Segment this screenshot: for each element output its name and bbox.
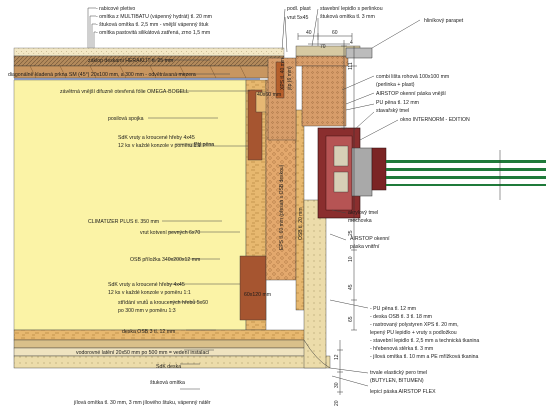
vlabel-eps: EPS tl. 60 mm (přesah s OSB deskou) bbox=[279, 164, 285, 250]
label-60x120: 60x120 mm bbox=[244, 292, 271, 298]
dimension-lines bbox=[297, 33, 501, 395]
label-sill-comb: - hřebenová stěrka tl. 3 mm bbox=[370, 346, 433, 352]
dim-25: 25 bbox=[348, 230, 354, 236]
label-airstop-inner-b: páska vnitřní bbox=[350, 244, 380, 250]
dim-20: 20 bbox=[334, 400, 340, 406]
label-anchor-screw: vrut kotvení pevných 6x70 bbox=[140, 230, 200, 236]
head-insulation bbox=[301, 65, 347, 127]
label-diagonal-boards: diagonálně kladená prkna SM (45°) 20x100… bbox=[8, 72, 196, 78]
label-airstop-inner-a: AIRSTOP okenní bbox=[350, 236, 390, 242]
batten-layer bbox=[13, 339, 315, 349]
label-screws-2a: SdK vruty a kroucené hřeby 4x45 bbox=[108, 282, 185, 288]
label-podl-plast: podl. plast bbox=[287, 6, 311, 12]
dim-12: 12 bbox=[334, 354, 340, 360]
label-acrylic-a: akrylový tmel bbox=[348, 210, 378, 216]
label-combi-strip: combi lišta rohová 100x100 mm bbox=[376, 74, 449, 80]
label-airstop-outer: AIRSTOP okenní páska vnější bbox=[376, 91, 446, 97]
label-elastic-b: (BUTYLEN, BITUMEN) bbox=[370, 378, 424, 384]
label-sill-mesh: - stavební lepidlo tl. 2,5 mm a technick… bbox=[370, 338, 479, 344]
label-pu-12: PU pěna tl. 12 mm bbox=[376, 100, 419, 106]
label-window-internorm: okno INTERNORM - EDITION bbox=[400, 117, 470, 123]
label-sill-xps: - rastrovaný polystyren XPS tl. 20 mm, bbox=[370, 322, 459, 328]
vlabel-xps: XPS tl. 40 mm bbox=[280, 58, 286, 90]
label-sealant: stavařský tmel bbox=[376, 108, 409, 114]
dim-10: 10 bbox=[348, 256, 354, 262]
triple-glazing bbox=[386, 160, 546, 186]
label-stucco-outer: - štuková omítka tl. 2,5 mm - vnější váp… bbox=[96, 22, 209, 28]
dim-70: 70 bbox=[320, 44, 326, 50]
label-acrylic-b: mechovka bbox=[348, 218, 372, 224]
clay-plaster bbox=[13, 355, 331, 369]
dim-45: 45 bbox=[348, 284, 354, 290]
label-glue-mesh: stavební lepidlo s perlinkou bbox=[320, 6, 383, 12]
vlabel-osb: OSB tl. 20 mm bbox=[298, 207, 304, 240]
label-osb-plate: OSB příložka 340x200x12 mm bbox=[130, 257, 200, 263]
label-airstop-flex: lepicí páska AIRSTOP FLEX bbox=[370, 389, 436, 395]
label-alternating-a: střídání vrutů a kroucených hřebů 5x60 bbox=[118, 299, 208, 306]
label-sill-glue: lepený PU lepidlo + vruty s podložkou bbox=[370, 330, 457, 336]
label-sdk-board: SdK deska bbox=[156, 364, 181, 370]
label-elastic-a: trvale elastický pero tmel bbox=[370, 370, 427, 376]
label-membrane: závětrná vnější difuzně otevřená fólie O… bbox=[60, 89, 189, 95]
label-connector: posilová spojka bbox=[108, 116, 144, 122]
label-combi-strip-b: (perlinka + plast) bbox=[376, 82, 415, 88]
vlabel-jitp: jitp (6 mm) bbox=[287, 66, 293, 91]
label-rabic-mesh: - rabicové pletivo bbox=[96, 6, 135, 12]
xps-insert bbox=[275, 61, 285, 99]
label-silicate-plaster: - omítka pastovitá silikátová zatřená, z… bbox=[96, 30, 210, 36]
label-multibat-plaster: - omítka z MULTIBATU (vápenný hydrát) tl… bbox=[96, 14, 212, 20]
label-screw-5x45: vrut 5x45 bbox=[287, 15, 308, 21]
dim-30: 30 bbox=[334, 382, 340, 388]
head-xps bbox=[295, 55, 349, 67]
timber-stud-lower bbox=[239, 255, 267, 321]
dim-60: 60 bbox=[332, 30, 338, 36]
label-alu-parapet: hliníkový parapet bbox=[424, 18, 464, 24]
label-heraklit: záklop deskami HERAKLIT tl. 25 mm bbox=[88, 58, 173, 64]
label-sill-clay: - jílová omítka tl. 10 mm a PE mřížková … bbox=[370, 354, 479, 360]
label-40x60: 40x60 mm bbox=[257, 92, 281, 98]
label-screws-1b: 12 ks v každé konzole v poměru 1:1 bbox=[118, 143, 201, 149]
exterior-plaster-top bbox=[13, 47, 285, 57]
interior-plaster-return bbox=[303, 199, 327, 369]
plaster-corner bbox=[303, 339, 331, 369]
label-battens: vodorovné latění 20x50 mm po 500 mm = ve… bbox=[76, 350, 210, 356]
label-clay-plaster: jílová omítka tl. 30 mm, 3 mm jílového š… bbox=[73, 400, 211, 406]
label-pu-foam: PU pěna bbox=[194, 142, 214, 148]
label-sill-pu: - PU pěna tl. 12 mm bbox=[370, 306, 416, 312]
dim-65: 65 bbox=[348, 316, 354, 322]
label-osb3: deska OSB 3 tl. 12 mm bbox=[122, 329, 175, 335]
leader-lines bbox=[87, 7, 421, 390]
label-alternating-b: po 300 mm v poměru 1:3 bbox=[118, 308, 176, 314]
label-screws-2b: 12 ks v každé konzole v poměru 1:1 bbox=[108, 290, 191, 296]
diagonal-board-lines bbox=[29, 65, 247, 79]
label-stucco-3mm: štuková omítka tl. 3 mm bbox=[320, 14, 375, 20]
label-stucco-inner: štuková omítka bbox=[150, 380, 185, 386]
label-climatizer: CLIMATIZER PLUS tl. 350 mm bbox=[88, 219, 159, 225]
window-frame bbox=[317, 127, 387, 219]
dim-40: 40 bbox=[306, 30, 312, 36]
dim-111: 111 bbox=[348, 62, 354, 70]
aluminium-parapet bbox=[345, 47, 373, 59]
label-sill-osb: - deska OSB tl. 3 tl. 18 mm bbox=[370, 314, 432, 320]
dim-4: 4 bbox=[350, 40, 353, 46]
label-screws-1a: SdK vruty a kroucené hřeby 4x45 bbox=[118, 135, 195, 141]
